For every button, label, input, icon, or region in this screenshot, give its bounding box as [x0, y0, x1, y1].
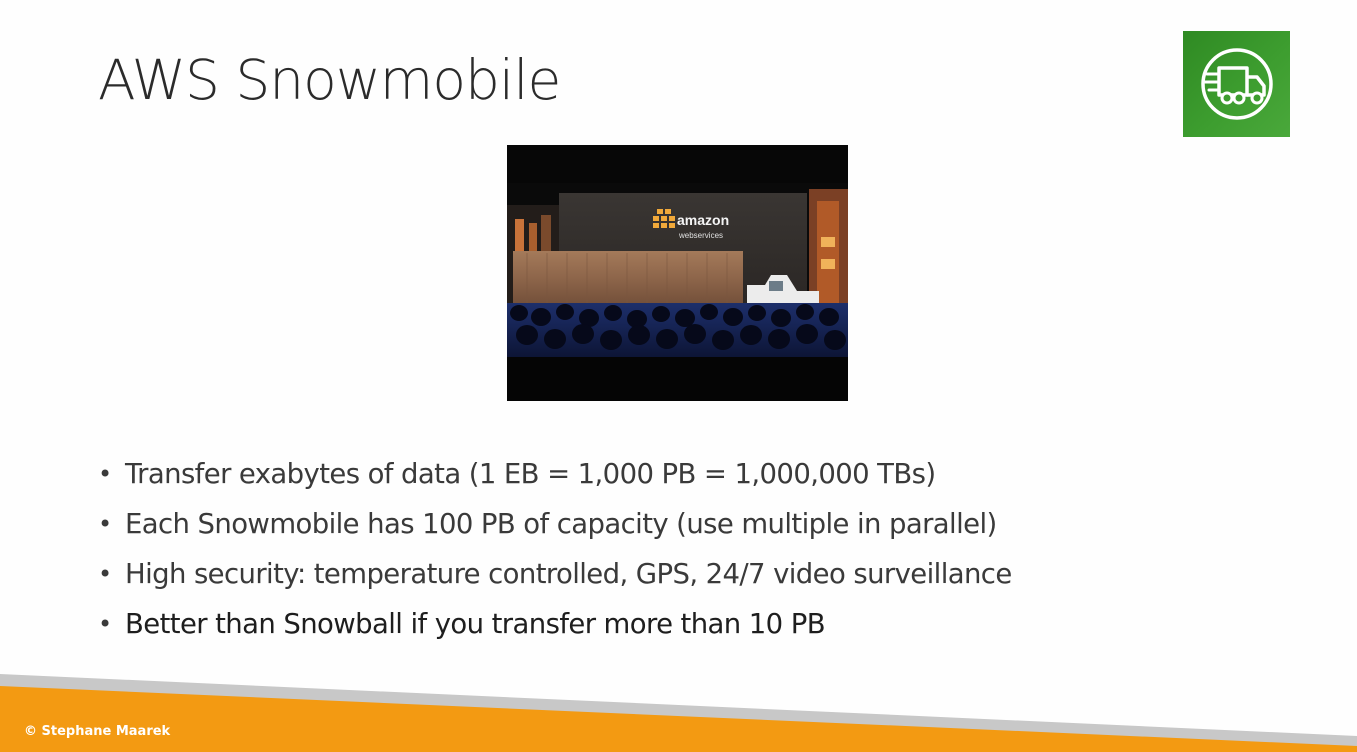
snowmobile-event-photo: amazon webservices	[507, 145, 848, 401]
amazon-sign-line2: webservices	[678, 231, 723, 240]
footer-band	[0, 674, 1357, 752]
snowmobile-logo	[1183, 31, 1290, 137]
footer-copyright: © Stephane Maarek	[24, 724, 171, 739]
amazon-sign-line1: amazon	[677, 212, 729, 228]
bullet-item: Better than Snowball if you transfer mor…	[98, 599, 1012, 649]
bullet-item: Each Snowmobile has 100 PB of capacity (…	[98, 499, 1012, 549]
bullet-item: Transfer exabytes of data (1 EB = 1,000 …	[98, 449, 1012, 499]
slide-title: AWS Snowmobile	[98, 48, 561, 112]
bullet-list: Transfer exabytes of data (1 EB = 1,000 …	[98, 449, 1012, 649]
snowmobile-truck-icon	[1200, 48, 1273, 120]
bullet-item: High security: temperature controlled, G…	[98, 549, 1012, 599]
